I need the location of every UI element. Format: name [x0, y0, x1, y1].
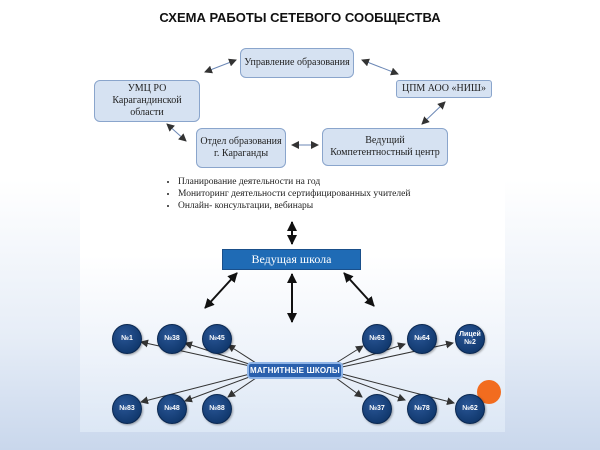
arrow-magnet-64 [339, 342, 406, 366]
arrow-magnet-63 [335, 345, 364, 364]
arrow-magnet-38 [184, 341, 253, 366]
box-competence-center-label: Ведущий Компетентностный центр [330, 135, 440, 158]
arrow-magnet-88 [227, 377, 257, 398]
school-node: №37 [362, 394, 392, 424]
arrow-magnet-78 [339, 375, 406, 402]
magnet-schools-box: МАГНИТНЫЕ ШКОЛЫ [247, 362, 343, 379]
box-cpm: ЦПМ АОО «НИШ» [396, 80, 492, 98]
arrow-umc-city [166, 123, 187, 142]
activity-list: Планирование деятельности на год Монитор… [160, 176, 410, 212]
activity-item: Онлайн- консультации, вебинары [178, 200, 410, 212]
school-node: №48 [157, 394, 187, 424]
arrow-lead-right [343, 272, 375, 307]
school-node: №38 [157, 324, 187, 354]
school-node: №83 [112, 394, 142, 424]
school-node: №64 [407, 324, 437, 354]
school-node: Лицей №2 [455, 324, 485, 354]
box-education-dept: Управление образования [240, 48, 354, 78]
school-node: №62 [455, 394, 485, 424]
lead-school-box: Ведущая школа [222, 249, 361, 270]
box-education-dept-label: Управление образования [244, 57, 350, 68]
activity-item: Планирование деятельности на год [178, 176, 410, 188]
arrow-magnet-37 [335, 377, 363, 398]
box-umc: УМЦ РО Карагандинской области [94, 80, 200, 122]
box-umc-label: УМЦ РО Карагандинской области [112, 83, 182, 118]
school-node: №63 [362, 324, 392, 354]
activity-item: Мониторинг деятельности сертифицированны… [178, 188, 410, 200]
box-city-dept: Отдел образования г. Караганды [196, 128, 286, 168]
arrow-cpm-center [421, 101, 446, 125]
school-node: №88 [202, 394, 232, 424]
box-city-dept-label: Отдел образования г. Караганды [200, 136, 282, 159]
box-cpm-label: ЦПМ АОО «НИШ» [401, 83, 487, 94]
page-title: СХЕМА РАБОТЫ СЕТЕВОГО СООБЩЕСТВА [159, 10, 441, 25]
arrow-magnet-48 [184, 375, 253, 403]
arrow-lead-left [204, 272, 238, 309]
arrow-umc-education [204, 58, 237, 74]
arrow-magnet-45 [227, 344, 257, 364]
arrow-magnet-1 [140, 339, 251, 367]
school-node: №78 [407, 394, 437, 424]
arrow-education-cpm [361, 58, 399, 76]
school-node: №45 [202, 324, 232, 354]
school-node: №1 [112, 324, 142, 354]
arrow-magnet-83 [140, 373, 251, 405]
box-competence-center: Ведущий Компетентностный центр [322, 128, 448, 166]
arrow-magnet-62 [341, 373, 455, 406]
